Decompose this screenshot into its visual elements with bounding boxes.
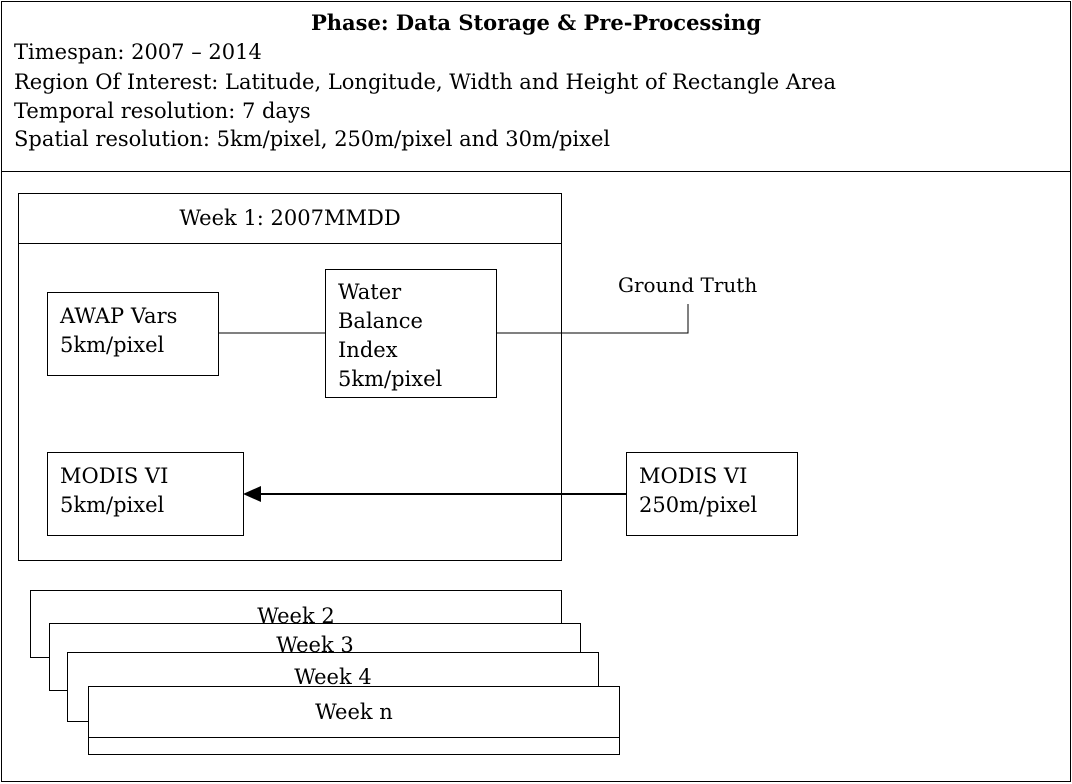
phase-title: Phase: Data Storage & Pre-Processing bbox=[310, 10, 762, 35]
awap-vars-box: AWAP Vars 5km/pixel bbox=[47, 292, 219, 376]
week1-title: Week 1: 2007MMDD bbox=[179, 206, 401, 230]
temporal-resolution-line: Temporal resolution: 7 days bbox=[14, 99, 311, 123]
modis-arrow-head bbox=[243, 486, 261, 502]
wbi-to-ground-truth-line bbox=[496, 304, 689, 334]
week4-label: Week 4 bbox=[294, 665, 372, 689]
week1-title-divider bbox=[18, 243, 562, 244]
weekn-divider bbox=[89, 737, 619, 738]
spatial-resolution-line: Spatial resolution: 5km/pixel, 250m/pixe… bbox=[14, 127, 611, 151]
header-divider bbox=[1, 171, 1071, 172]
timespan-line: Timespan: 2007 – 2014 bbox=[14, 40, 262, 64]
ground-truth-label: Ground Truth bbox=[618, 273, 758, 297]
region-line: Region Of Interest: Latitude, Longitude,… bbox=[14, 70, 836, 94]
weekn-card: Week n bbox=[88, 686, 620, 755]
modis-vi-5km-box: MODIS VI 5km/pixel bbox=[47, 452, 244, 536]
weekn-label: Week n bbox=[315, 700, 393, 724]
modis-vi-250m-box: MODIS VI 250m/pixel bbox=[626, 452, 798, 536]
water-balance-index-box: Water Balance Index 5km/pixel bbox=[325, 269, 497, 398]
